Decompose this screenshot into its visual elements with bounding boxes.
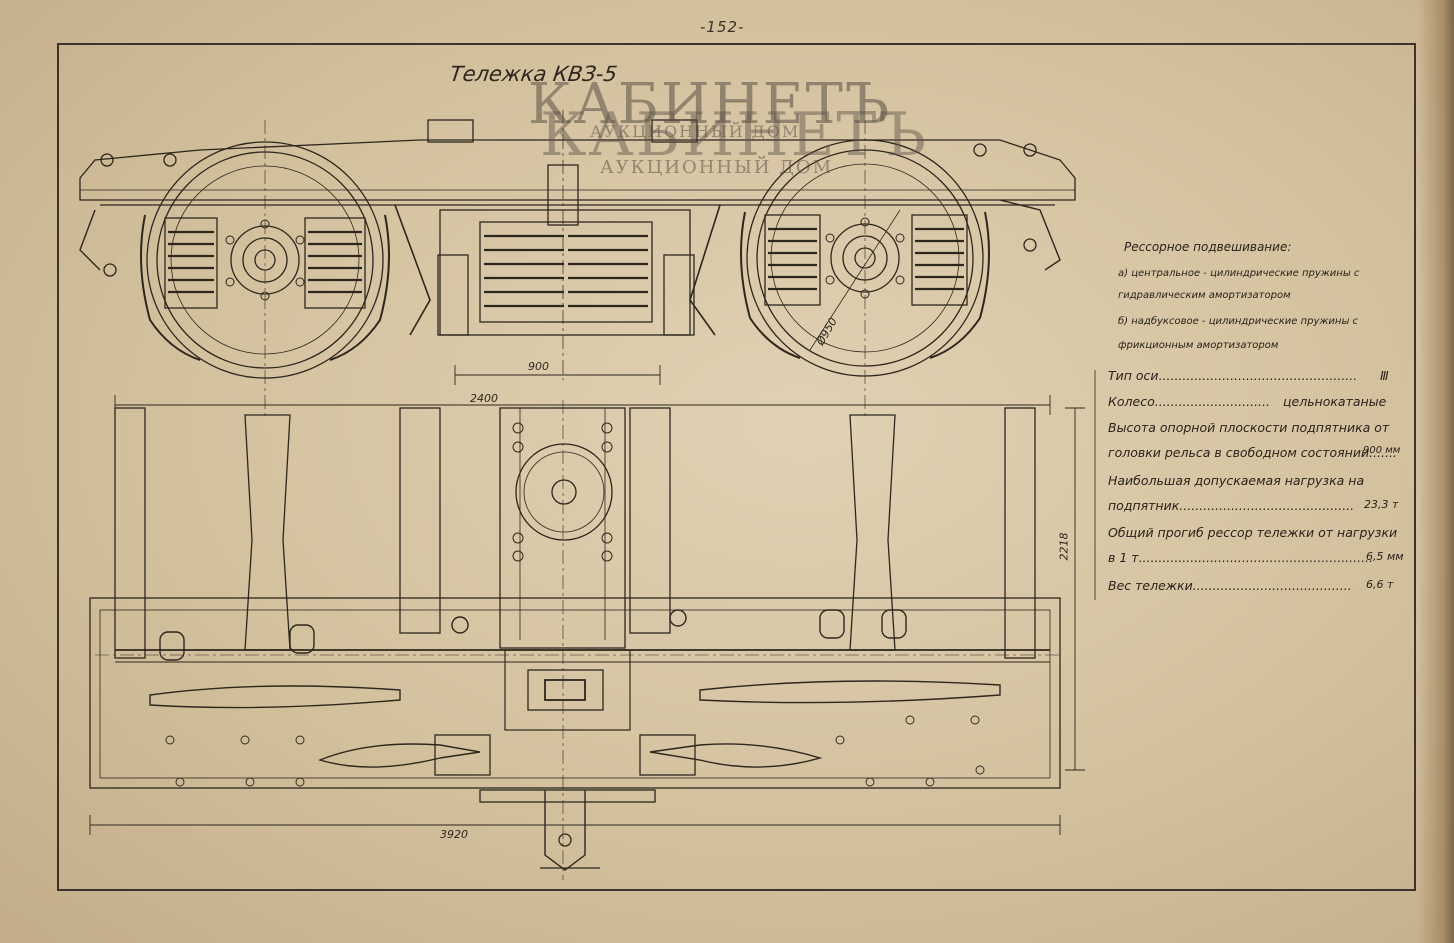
spec-deflection-label2: в 1 т	[1108, 550, 1139, 565]
spec-load-label2: подпятник	[1108, 498, 1180, 513]
spec-wheel-row: Колесо............................. цель…	[1108, 394, 1387, 409]
watermark-subtext: АУКЦИОННЫЙ ДОМ	[590, 122, 801, 141]
spec-weight-value: 6,6 т	[1366, 578, 1394, 591]
spec-height-line1: Высота опорной плоскости подпятника от	[1108, 420, 1390, 435]
watermark-text: КАБИНЕТЪ	[528, 72, 892, 137]
suspension-heading: Рессорное подвешивание:	[1124, 240, 1292, 254]
dimension-2218: 2218	[1057, 532, 1071, 561]
spec-axle-row: Тип оси.................................…	[1108, 368, 1389, 383]
spec-wheel-label: Колесо	[1108, 394, 1155, 409]
drawing-frame	[57, 43, 1416, 891]
spec-height-row: головки рельса в свободном состоянии....…	[1108, 445, 1401, 460]
spec-axle-label: Тип оси	[1108, 368, 1159, 383]
right-springs	[740, 211, 990, 359]
side-view	[79, 110, 1076, 420]
suspension-a-line2: гидравлическим амортизатором	[1118, 290, 1291, 301]
left-springs	[140, 214, 390, 361]
spec-axle-value: Ⅲ	[1380, 368, 1389, 383]
spec-deflection-value: 6,5 мм	[1366, 550, 1404, 563]
spec-weight-row: Вес тележки.............................…	[1108, 578, 1394, 593]
watermark-text-overlay: КАБИНЕТЪ	[540, 100, 929, 170]
watermark-subtext-overlay: АУКЦИОННЫЙ ДОМ	[600, 157, 834, 178]
dimension-900: 900	[528, 360, 549, 373]
spec-wheel-value: цельнокатаные	[1283, 394, 1387, 409]
plan-view	[89, 400, 1061, 880]
spec-load-value: 23,3 т	[1364, 498, 1399, 511]
suspension-b-line1: б) надбуксовое - цилиндрические пружины …	[1118, 316, 1359, 327]
suspension-b-line2: фрикционным амортизатором	[1118, 340, 1279, 351]
spec-height-label2: головки рельса в свободном состоянии	[1108, 445, 1370, 460]
spec-height-value: 900 мм	[1363, 445, 1401, 456]
page-number: -152-	[700, 18, 745, 36]
spec-load-row: подпятник...............................…	[1108, 498, 1399, 513]
central-bolster	[437, 110, 695, 380]
spec-load-line1: Наибольшая допускаемая нагрузка на	[1108, 473, 1365, 488]
dimension-2400: 2400	[470, 392, 498, 405]
spec-weight-label: Вес тележки	[1108, 578, 1193, 593]
spec-deflection-line1: Общий прогиб рессор тележки от нагрузки	[1108, 525, 1398, 540]
suspension-a-line1: а) центральное - цилиндрические пружины …	[1118, 268, 1360, 279]
dimension-3920: 3920	[440, 828, 468, 841]
page-edge-shadow	[1418, 0, 1454, 943]
spec-deflection-row: в 1 т...................................…	[1108, 550, 1404, 565]
